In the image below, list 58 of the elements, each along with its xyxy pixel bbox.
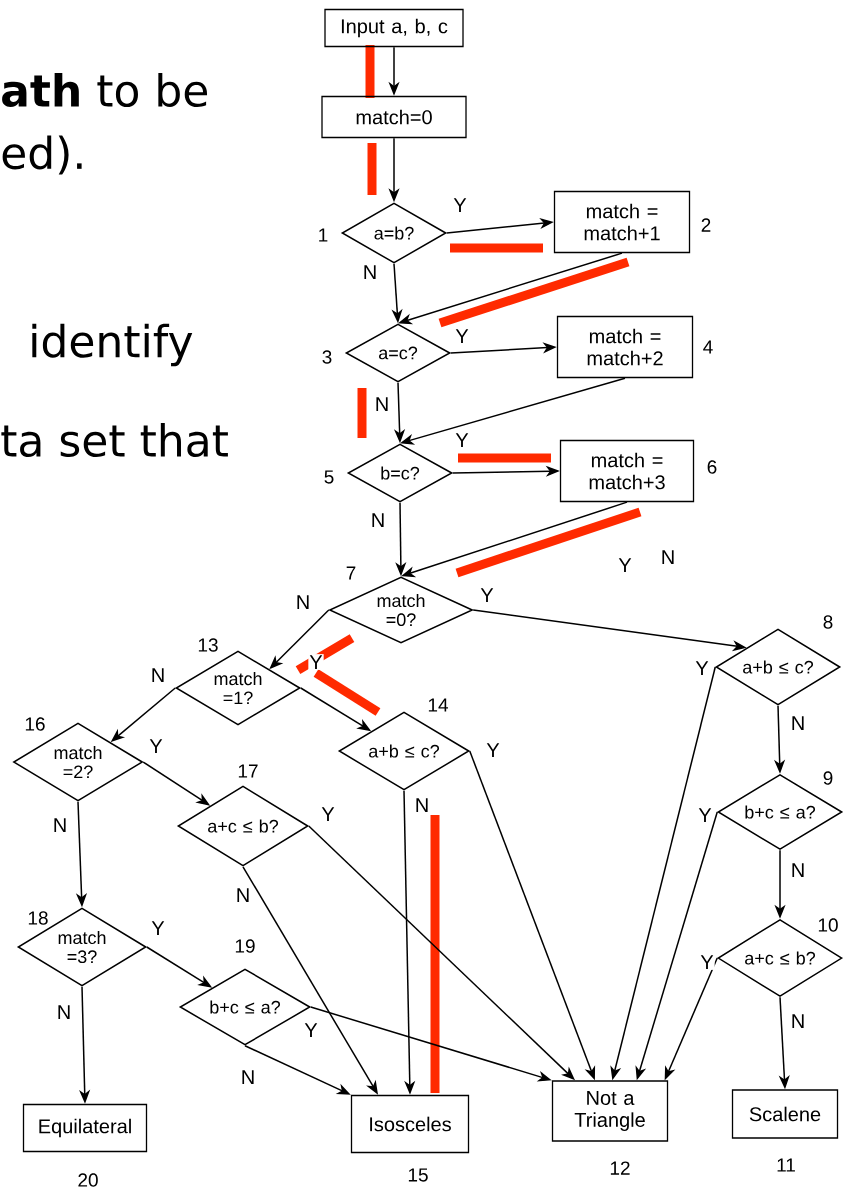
step-number: 8 bbox=[823, 615, 833, 629]
result-box: Not a Triangle bbox=[551, 1080, 669, 1142]
step-number: 12 bbox=[610, 1161, 630, 1175]
process-box: match = match+3 bbox=[559, 439, 695, 503]
process-box: match=0 bbox=[321, 95, 467, 139]
step-number: 20 bbox=[78, 1173, 98, 1187]
result-box: Isosceles bbox=[350, 1094, 470, 1154]
step-number: 6 bbox=[707, 460, 717, 474]
edge-label: Y bbox=[453, 198, 467, 212]
slide-text: ta set that bbox=[1, 423, 228, 458]
step-number: 14 bbox=[428, 698, 448, 712]
step-number: 2 bbox=[701, 218, 711, 232]
result-box: Equilateral bbox=[22, 1103, 148, 1153]
edge-label: N bbox=[372, 513, 384, 527]
edge-label: N bbox=[376, 397, 388, 411]
step-number: 10 bbox=[818, 918, 838, 932]
edge-label: N bbox=[152, 668, 164, 682]
step-number: 3 bbox=[322, 350, 332, 364]
edge-label: N bbox=[242, 1070, 254, 1084]
edge-label: Y bbox=[309, 655, 323, 669]
edge-label: N bbox=[792, 1014, 804, 1028]
edge-label: Y bbox=[480, 588, 494, 602]
step-number: 11 bbox=[777, 1158, 795, 1172]
edge-label: Y bbox=[455, 433, 469, 447]
edge-label: N bbox=[364, 265, 376, 279]
edge-label: Y bbox=[700, 955, 714, 969]
step-number: 1 bbox=[319, 228, 328, 242]
step-number: 13 bbox=[198, 638, 218, 652]
slide-text: identify bbox=[32, 323, 193, 367]
result-box: Scalene bbox=[731, 1089, 839, 1139]
edge-label: N bbox=[237, 888, 249, 902]
step-number: 17 bbox=[238, 764, 258, 778]
step-number: 19 bbox=[235, 939, 255, 953]
slide-text: ath to be bbox=[2, 73, 207, 108]
stray-label: Y bbox=[618, 558, 632, 572]
edge-label: Y bbox=[455, 329, 469, 343]
edge-label: N bbox=[416, 798, 428, 812]
edge-label: Y bbox=[695, 661, 709, 675]
edge-label: Y bbox=[321, 807, 335, 821]
process-box: Input a, b, c bbox=[324, 8, 464, 48]
step-number: 4 bbox=[703, 340, 713, 354]
step-number: 15 bbox=[408, 1168, 428, 1182]
process-box: match = match+1 bbox=[553, 190, 691, 254]
process-box: match = match+2 bbox=[556, 315, 694, 379]
edge-label: N bbox=[58, 1005, 70, 1019]
edge-label: Y bbox=[149, 739, 163, 753]
edge-label: Y bbox=[486, 743, 500, 757]
edge-label: N bbox=[792, 863, 804, 877]
slide-text: ed). bbox=[2, 135, 82, 175]
stray-label: N bbox=[662, 550, 674, 564]
edge-label: N bbox=[297, 595, 309, 609]
edge-label: Y bbox=[698, 808, 712, 822]
step-number: 9 bbox=[823, 771, 833, 785]
step-number: 5 bbox=[324, 470, 334, 484]
edge-label: N bbox=[54, 818, 66, 832]
step-number: 18 bbox=[28, 911, 48, 925]
edge-label: N bbox=[792, 716, 804, 730]
edge-label: Y bbox=[151, 921, 165, 935]
